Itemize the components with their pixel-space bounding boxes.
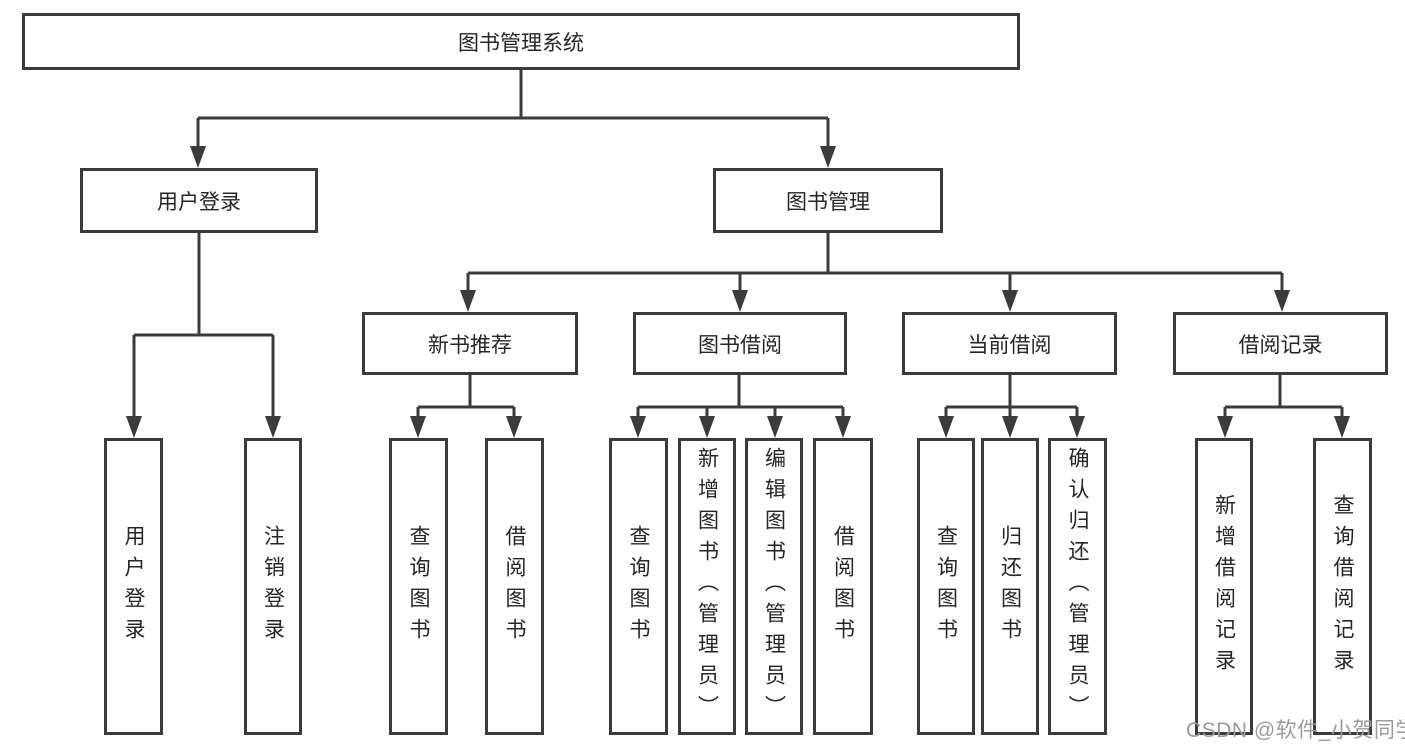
- node-query-books-recommend: 查询图书: [389, 438, 448, 735]
- arrowhead-icon: [699, 416, 715, 438]
- node-label: 当前借阅: [967, 333, 1052, 357]
- node-query-borrow-record: 查询借阅记录: [1313, 438, 1372, 735]
- arrowhead-icon: [1274, 290, 1290, 312]
- arrowhead-icon: [265, 416, 281, 438]
- node-label: 用户登录: [157, 190, 241, 214]
- node-borrow-books-recommend: 借阅图书: [485, 438, 544, 735]
- arrowhead-icon: [126, 416, 142, 438]
- node-return-books: 归还图书: [981, 438, 1039, 735]
- arrowhead-icon: [767, 416, 783, 438]
- node-label: 注销登录: [261, 524, 285, 649]
- arrowhead-icon: [1069, 416, 1085, 438]
- node-label: 借阅图书: [831, 524, 855, 649]
- node-book-borrowing: 图书借阅: [633, 312, 847, 375]
- arrowhead-icon: [1002, 290, 1018, 312]
- node-label: 图书管理: [786, 190, 870, 214]
- node-label: 编辑图书（管理员）: [762, 447, 786, 726]
- arrowhead-icon: [506, 416, 522, 438]
- connector-paths: [132, 70, 1344, 419]
- node-library-management-system: 图书管理系统: [22, 13, 1020, 70]
- node-query-books-borrowing: 查询图书: [609, 438, 668, 735]
- node-label: 确认归还（管理员）: [1066, 447, 1089, 726]
- node-confirm-return-admin: 确认归还（管理员）: [1048, 438, 1107, 735]
- node-borrow-books-leaf: 借阅图书: [813, 438, 873, 735]
- node-label: 借阅图书: [503, 524, 526, 649]
- node-logout: 注销登录: [244, 438, 302, 735]
- arrowhead-icon: [460, 290, 476, 312]
- node-label: 新书推荐: [428, 333, 512, 357]
- node-label: 图书管理系统: [458, 31, 584, 55]
- node-query-books-current: 查询图书: [917, 438, 975, 735]
- arrowheads-group: [126, 146, 1350, 438]
- node-label: 新增图书（管理员）: [695, 447, 719, 726]
- node-label: 查询图书: [934, 524, 958, 649]
- arrowhead-icon: [190, 146, 206, 168]
- arrowhead-icon: [410, 416, 426, 438]
- arrowhead-icon: [820, 146, 836, 168]
- node-user-login-leaf: 用户登录: [104, 438, 163, 735]
- node-label: 用户登录: [122, 524, 145, 649]
- node-edit-books-admin: 编辑图书（管理员）: [745, 438, 803, 735]
- node-new-book-recommend: 新书推荐: [362, 312, 578, 375]
- arrowhead-icon: [835, 416, 851, 438]
- node-user-login: 用户登录: [80, 168, 318, 233]
- node-book-management: 图书管理: [713, 168, 943, 233]
- arrowhead-icon: [938, 416, 954, 438]
- node-label: 图书借阅: [698, 333, 782, 357]
- node-add-borrow-record: 新增借阅记录: [1195, 438, 1253, 735]
- node-label: 新增借阅记录: [1212, 493, 1236, 680]
- node-add-books-admin: 新增图书（管理员）: [678, 438, 736, 735]
- arrowhead-icon: [732, 290, 748, 312]
- node-label: 借阅记录: [1238, 333, 1323, 357]
- node-label: 查询图书: [627, 524, 650, 649]
- arrowhead-icon: [1217, 416, 1233, 438]
- node-borrow-records: 借阅记录: [1173, 312, 1388, 375]
- arrowhead-icon: [630, 416, 646, 438]
- arrowhead-icon: [1002, 416, 1018, 438]
- node-label: 查询图书: [407, 524, 430, 649]
- node-label: 归还图书: [998, 524, 1022, 649]
- node-label: 查询借阅记录: [1331, 493, 1354, 680]
- node-current-borrowing: 当前借阅: [902, 312, 1117, 375]
- csdn-watermark: CSDN @软件_小贺同学: [1186, 719, 1405, 742]
- arrowhead-icon: [1334, 416, 1350, 438]
